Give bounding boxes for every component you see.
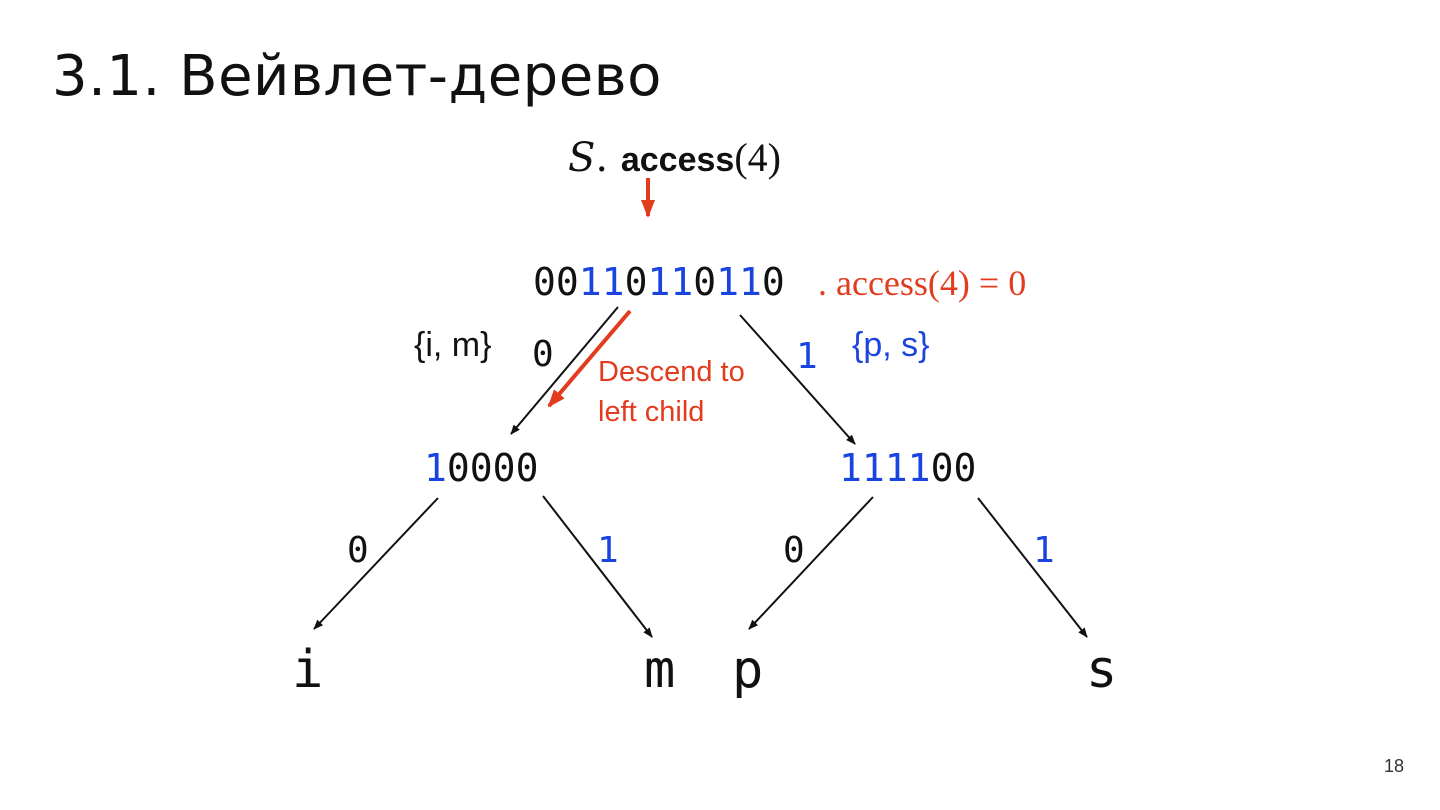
root-bitvector-bit-7: 0 [693, 260, 717, 304]
edge-root-left [510, 306, 619, 435]
edge-label-left-right: 1 [597, 530, 619, 571]
left-child-bitvector: 10000 [424, 446, 538, 490]
root-bitvector-bit-10: 0 [761, 260, 785, 304]
left-child-bitvector-bit-4: 0 [515, 446, 539, 490]
edge-left-i [313, 497, 439, 630]
root-bitvector-bit-1: 0 [555, 260, 579, 304]
descend-arrow [547, 309, 632, 408]
query-variable: S [568, 135, 596, 181]
left-child-bitvector-bit-3: 0 [492, 446, 516, 490]
right-symbol-set: {p, s} [852, 326, 930, 364]
edge-right-p [748, 496, 874, 630]
left-child-bitvector-bit-0: 1 [424, 446, 447, 490]
page-number: 18 [1384, 756, 1405, 776]
query-dot: . [595, 135, 609, 181]
edge-label-root-left: 0 [532, 334, 554, 375]
query-expression: S. access(4) [568, 134, 781, 181]
right-child-bitvector-bit-4: 0 [930, 446, 954, 490]
right-child-bitvector-bit-0: 1 [839, 446, 862, 490]
edge-root-right [739, 314, 856, 445]
descend-note-line1: Descend to [598, 356, 745, 388]
edge-label-left-left: 0 [347, 530, 369, 571]
right-child-bitvector-bit-3: 1 [907, 446, 931, 490]
left-child-bitvector-bit-2: 0 [469, 446, 493, 490]
root-bitvector-bit-6: 1 [670, 260, 694, 304]
root-bitvector-bit-5: 1 [647, 260, 671, 304]
root-access-annotation: . access(4) = 0 [818, 263, 1027, 303]
left-child-bitvector-bit-1: 0 [446, 446, 470, 490]
query-function: access [620, 141, 735, 179]
descend-note-line2: left child [598, 396, 705, 428]
right-child-bitvector-bit-2: 1 [884, 446, 908, 490]
descend-note: Descend to left child [598, 352, 745, 432]
root-bitvector-bit-8: 1 [716, 260, 740, 304]
leaf-p: p [732, 640, 764, 700]
edge-left-m [542, 495, 653, 638]
edge-label-root-right: 1 [796, 336, 818, 377]
root-bitvector-bit-0: 0 [533, 260, 556, 304]
edge-right-s [977, 497, 1088, 638]
root-bitvector-bit-3: 1 [601, 260, 625, 304]
left-symbol-set: {i, m} [414, 326, 492, 364]
root-bitvector: 00110110110 [533, 260, 785, 304]
leaf-s: s [1086, 640, 1118, 700]
right-child-bitvector-bit-5: 0 [953, 446, 977, 490]
leaf-i: i [292, 640, 324, 700]
slide-title: 3.1. Вейвлет-дерево [52, 44, 662, 109]
query-argument: (4) [734, 135, 781, 180]
root-bitvector-bit-4: 0 [624, 260, 648, 304]
edge-label-right-left: 0 [783, 530, 805, 571]
right-child-bitvector: 111100 [839, 446, 976, 490]
root-bitvector-bit-2: 1 [578, 260, 602, 304]
edge-label-right-right: 1 [1033, 530, 1055, 571]
root-bitvector-bit-9: 1 [739, 260, 762, 304]
right-child-bitvector-bit-1: 1 [861, 446, 885, 490]
leaf-m: m [644, 640, 676, 700]
